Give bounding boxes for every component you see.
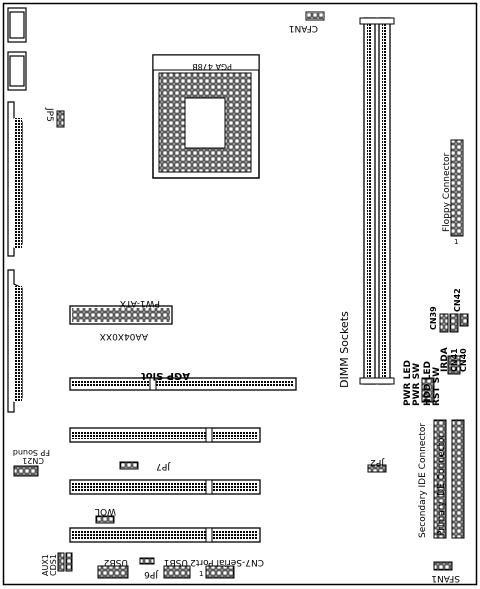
cn41-header [449,313,459,333]
cn42-label: CN42 [453,288,462,312]
dimm-label: DIMM Sockets [338,311,351,388]
primary-ide-label: Primary IDE Connector [437,434,447,536]
sfan1-header [433,561,453,571]
cfan1-label: CFAN1 [289,23,318,33]
jp7-label: JP7 [156,461,171,471]
cn7-pin1: 1 [199,570,203,578]
hdd-led-label: HDD LED [423,361,433,406]
aux1-header [57,552,65,572]
pwr-sw-label: PWR SW [412,363,422,406]
cds1-label: CDS1 [49,554,58,576]
agp-slot [69,377,297,391]
pci-slots [69,427,261,543]
front-panel-header [421,377,435,403]
cn21-header [13,465,39,477]
jp5-label: JP5 [44,107,54,122]
secondary-ide-label: Secondary IDE Connector [418,423,428,538]
cn42-header [459,313,469,327]
jp5-header [56,110,65,128]
usb2-label: USB2 [104,557,128,567]
pw1-label: PW1-ATX [120,298,160,308]
usb2-header [97,565,129,579]
primary-ide-connector [451,419,465,539]
cn21-label: CN21 [22,456,44,465]
wol-label: WOL [95,506,116,516]
agp-label: AGP Slot [141,370,190,381]
dimm-sockets [359,17,395,385]
floppy-label: Floppy Connector [442,152,452,232]
rst-sw-label: RST SW [432,367,442,406]
jp6-header [139,557,155,565]
wol-header [95,515,115,524]
cn39-header [439,313,449,333]
board-model-label: AA04X0XX [100,331,148,341]
jp2-header [367,464,387,473]
irda-header [447,355,461,375]
cn39-label: CN39 [429,306,438,330]
socket-label: PGA 478B [192,62,232,71]
rear-io-connectors [7,7,27,413]
cn40-label: CN40 [459,348,468,372]
usb1-header [163,565,191,579]
jp7-header [119,461,139,470]
fp-sound-label: FP Sound [13,448,50,457]
cn7-serial-header [205,565,235,579]
pwr-led-label: PWR LED [403,360,413,406]
usb1-label: USB1 [164,557,188,567]
cn7-label: CN7-Serial Port2 [190,557,264,567]
jp2-label: JP2 [370,457,385,467]
jp6-label: JP6 [144,569,159,579]
cn41-label: CN41 [450,348,459,372]
floppy-pin1: 1 [454,238,458,246]
secondary-ide-connector [433,419,447,539]
cds1-header [65,552,73,572]
cpu-socket: PGA 478B [152,54,260,179]
irda-label: IRDA [440,347,450,372]
floppy-connector [450,139,464,237]
sfan1-label: SFAN1 [431,573,460,583]
aux1-label: AUX1 [41,554,50,576]
